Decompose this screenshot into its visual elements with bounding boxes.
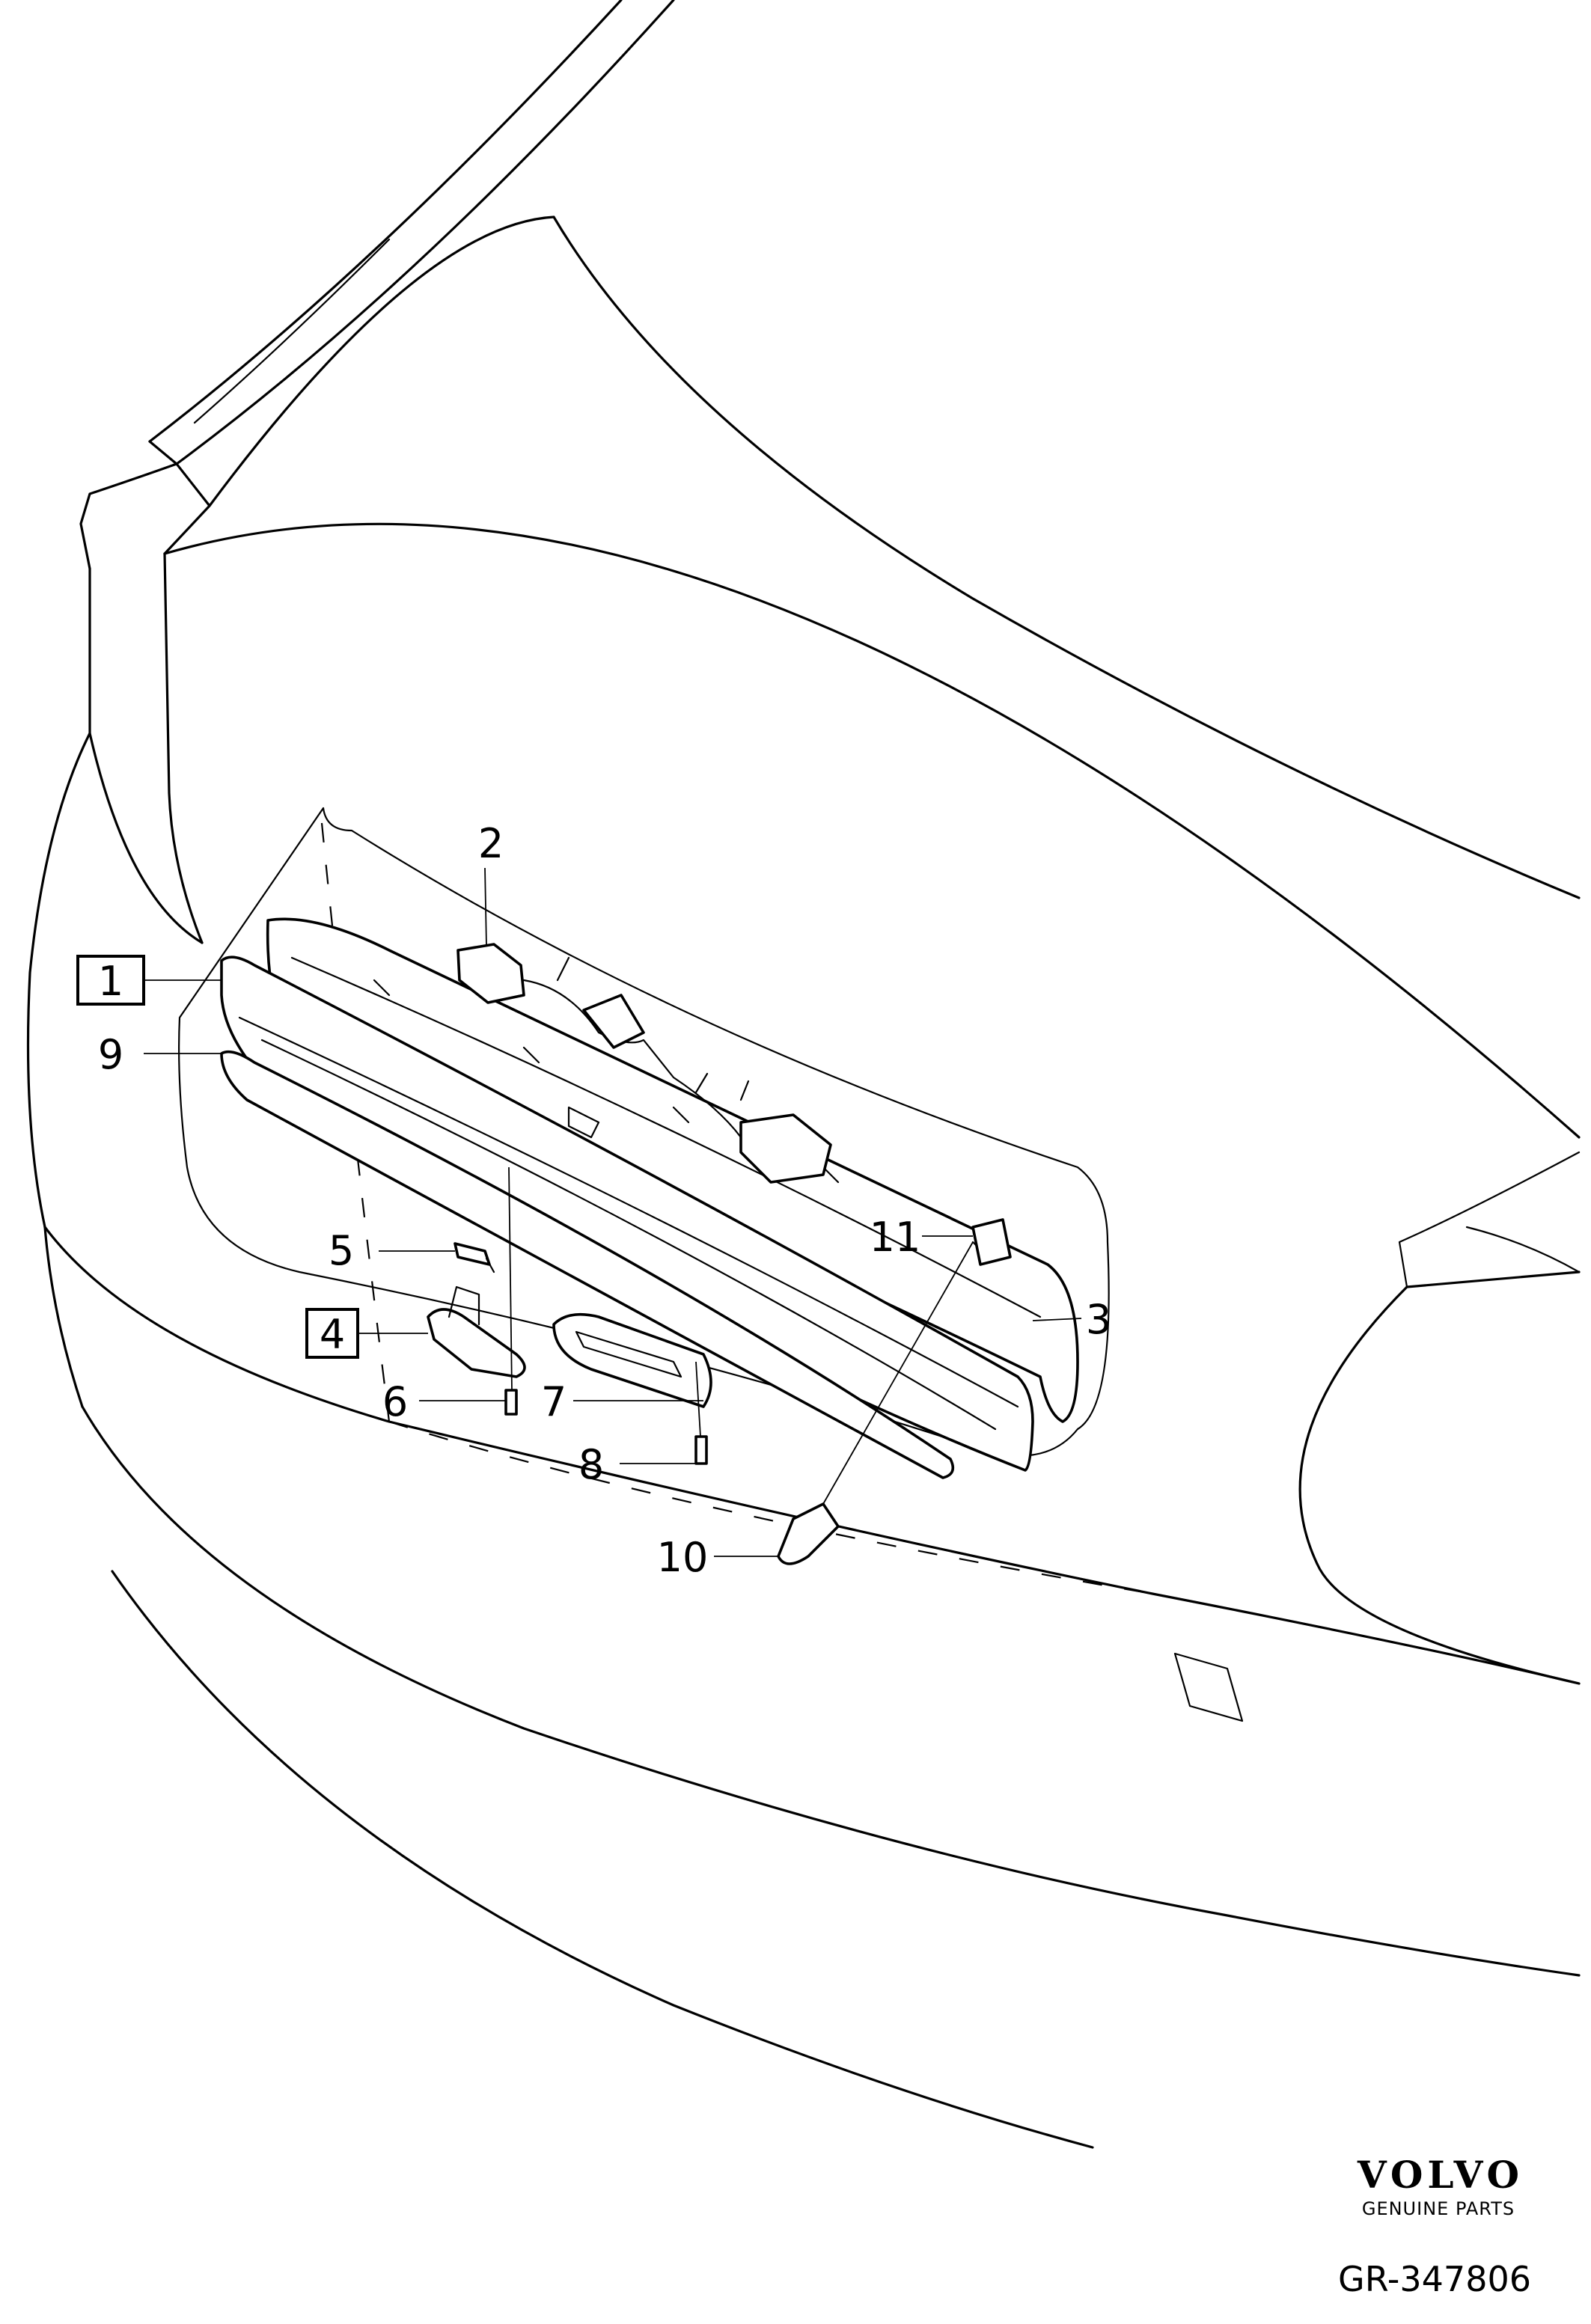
callout-2: 2 [478,820,504,867]
license-lamp-housing [427,1285,526,1378]
callout-9: 9 [98,1031,123,1078]
callout-7: 7 [541,1378,567,1425]
leader-lines [144,867,1082,1557]
wiring-harness [456,943,832,1184]
trunk-lock-switch [552,1312,712,1408]
screw-8 [694,1435,708,1465]
callout-1-box [76,955,145,1006]
chrome-strip [220,1050,955,1479]
bulb [454,1242,495,1273]
callout-1: 1 [98,958,123,1005]
logo-brand: VOLVO [1357,2153,1524,2197]
callout-labels: 1 2 3 4 5 6 7 8 9 10 11 [76,820,1111,1581]
volvo-logo: VOLVO GENUINE PARTS [1357,2153,1524,2219]
car-body-outline [26,0,1581,2149]
bolt [777,1502,840,1565]
callout-8: 8 [578,1441,604,1488]
callout-10: 10 [657,1534,709,1581]
callout-6: 6 [382,1378,408,1425]
clip-nut [971,1218,1012,1266]
callout-5: 5 [329,1227,354,1274]
callout-3: 3 [1086,1296,1111,1343]
diagram-reference: GR-347806 [1338,2259,1531,2299]
callout-4: 4 [320,1311,345,1358]
callout-4-box [305,1308,359,1359]
logo-tagline: GENUINE PARTS [1362,2198,1515,2219]
screw-6 [504,1389,518,1416]
callout-11: 11 [870,1214,921,1261]
